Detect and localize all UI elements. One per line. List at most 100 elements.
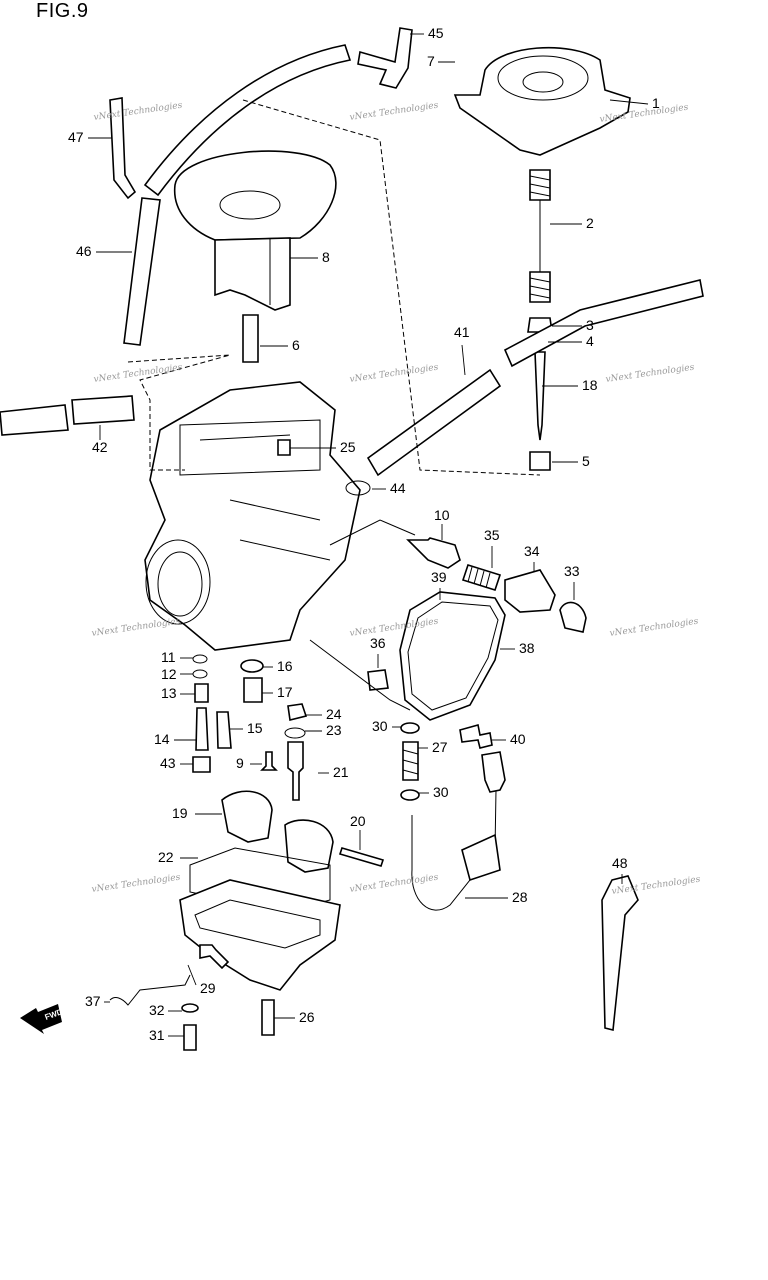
part-6-needle-jet [242, 314, 259, 363]
watermark-text: vNext Technologies [349, 873, 439, 895]
callout-42: 42 [92, 439, 108, 455]
callout-16: 16 [277, 658, 293, 674]
part-47-clamp [109, 97, 137, 200]
callout-38: 38 [519, 640, 535, 656]
part-46-vent-hose [143, 44, 352, 197]
part-39-gasket [407, 601, 499, 711]
callout-10: 10 [434, 507, 450, 523]
callout-31: 31 [149, 1027, 165, 1043]
callout-24: 24 [326, 706, 342, 722]
callout-5: 5 [582, 453, 590, 469]
part-40-screw [459, 723, 493, 749]
part-25-screw [277, 439, 291, 456]
callout-1: 1 [652, 95, 660, 111]
callout-43: 43 [160, 755, 176, 771]
callout-leader-29 [187, 964, 197, 986]
part-9-screw [260, 751, 278, 771]
watermark-text: vNext Technologies [91, 873, 181, 895]
part-16-washer [240, 659, 264, 673]
part-33-cap [559, 601, 587, 633]
callout-leader-1 [609, 99, 649, 105]
callout-9: 9 [236, 755, 244, 771]
callout-45: 45 [428, 25, 444, 41]
part-2-spring [529, 169, 551, 303]
carburetor-body [144, 381, 361, 651]
part-8-piston [214, 237, 291, 311]
part-48-clamp [601, 875, 639, 1031]
watermark-text: vNext Technologies [609, 617, 699, 639]
callout-44: 44 [390, 480, 406, 496]
callout-4: 4 [586, 333, 594, 349]
part-42-hose [0, 404, 69, 436]
callout-21: 21 [333, 764, 349, 780]
callout-23: 23 [326, 722, 342, 738]
callout-12: 12 [161, 666, 177, 682]
part-20-float-pin [338, 847, 385, 867]
watermark-text: vNext Technologies [605, 363, 695, 385]
part-24-nut [287, 703, 308, 721]
part-12-washer [192, 669, 208, 679]
part-30-washer-lower [400, 789, 420, 801]
part-34-starter-nut [504, 569, 556, 613]
callout-17: 17 [277, 684, 293, 700]
callout-26: 26 [299, 1009, 315, 1025]
part-31-screw [183, 1024, 197, 1051]
callout-39: 39 [431, 569, 447, 585]
callout-35: 35 [484, 527, 500, 543]
callout-20: 20 [350, 813, 366, 829]
callout-14: 14 [154, 731, 170, 747]
callout-37: 37 [85, 993, 101, 1009]
parts-drawing [0, 27, 704, 1051]
part-45-t-joint [357, 27, 413, 89]
callout-34: 34 [524, 543, 540, 559]
part-21-float-valve [287, 741, 304, 801]
part-11-oring [192, 654, 208, 664]
part-26-drain-screw [261, 999, 275, 1036]
callout-6: 6 [292, 337, 300, 353]
callout-19: 19 [172, 805, 188, 821]
watermark-text: vNext Technologies [93, 363, 183, 385]
callout-27: 27 [432, 739, 448, 755]
watermark-text: vNext Technologies [349, 363, 439, 385]
watermark-text: vNext Technologies [91, 617, 181, 639]
part-43-cap [192, 756, 211, 773]
callout-leader-41 [461, 344, 466, 376]
part-17-main-jet-holder [243, 677, 263, 703]
part-35-spring [461, 564, 502, 591]
part-32-washer [181, 1003, 199, 1013]
part-37-clamp [109, 974, 191, 1006]
part-38-cover [399, 591, 506, 721]
callout-46: 46 [76, 243, 92, 259]
callout-13: 13 [161, 685, 177, 701]
callout-22: 22 [158, 849, 174, 865]
callout-2: 2 [586, 215, 594, 231]
float-bowl [179, 879, 341, 991]
callout-29: 29 [200, 980, 216, 996]
part-46-hose-lower [123, 197, 161, 346]
part-30-washer-upper [400, 722, 420, 734]
part-41-hose [366, 368, 502, 477]
callout-48: 48 [612, 855, 628, 871]
watermark-text: vNext Technologies [93, 101, 183, 123]
callout-28: 28 [512, 889, 528, 905]
part-36-plug [367, 669, 389, 691]
part-18-jet-needle [534, 351, 546, 441]
part-22-gasket [189, 847, 331, 913]
callout-41: 41 [454, 324, 470, 340]
callout-36: 36 [370, 635, 386, 651]
part-10-starter-plunger [406, 537, 461, 569]
callout-15: 15 [247, 720, 263, 736]
part-23-oring [284, 727, 306, 739]
callout-3: 3 [586, 317, 594, 333]
part-19-float [221, 790, 273, 843]
part-5-seat [529, 451, 551, 471]
callout-7: 7 [427, 53, 435, 69]
callout-30: 30 [372, 718, 388, 734]
callout-40: 40 [510, 731, 526, 747]
callout-11: 11 [161, 649, 176, 665]
part-29-screw [199, 944, 230, 970]
part-1-top-cap [453, 46, 631, 156]
part-15-pilot-jet [216, 711, 232, 749]
